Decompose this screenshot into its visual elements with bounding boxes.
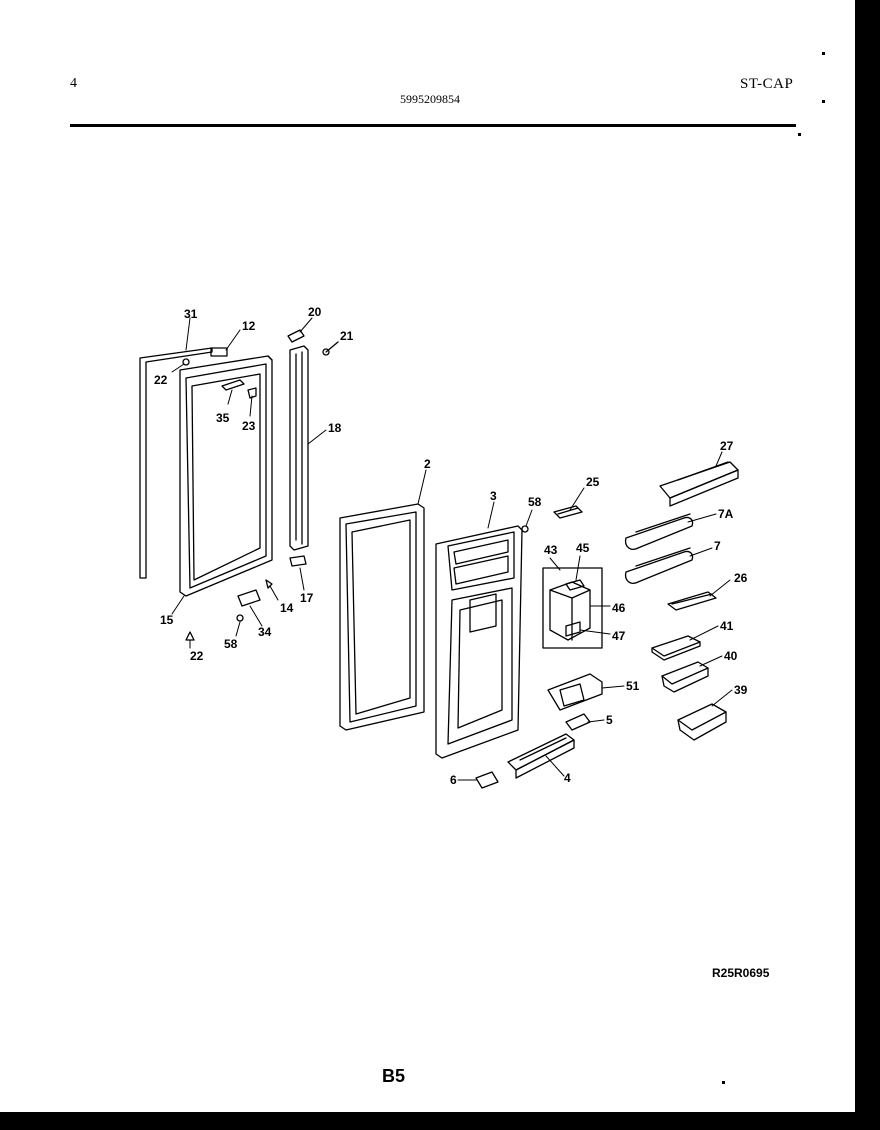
parts-sheet: 4 5995209854 ST-CAP (0, 0, 855, 1112)
callout-35: 35 (216, 411, 230, 425)
door-gasket (339, 503, 425, 731)
callout-26: 26 (734, 571, 748, 585)
dispenser-assembly (542, 567, 603, 649)
door-bins (651, 635, 727, 741)
callout-22-top: 22 (154, 373, 168, 387)
callout-12: 12 (242, 319, 256, 333)
callout-7: 7 (714, 539, 721, 553)
door-small-parts (182, 347, 273, 641)
callout-39: 39 (734, 683, 748, 697)
callout-21: 21 (340, 329, 354, 343)
speck (798, 133, 801, 136)
callout-14: 14 (280, 601, 294, 615)
model-code: ST-CAP (740, 76, 794, 92)
hinge-bar (287, 329, 339, 567)
callout-25: 25 (586, 475, 600, 489)
drawing-code: R25R0695 (712, 966, 770, 980)
callout-6: 6 (450, 773, 457, 787)
page-number: 4 (70, 76, 77, 91)
callout-43: 43 (544, 543, 558, 557)
header-rule (70, 124, 796, 127)
bottom-trim-parts (475, 713, 591, 789)
callout-5: 5 (606, 713, 613, 727)
leader-lines (171, 317, 733, 781)
speck (722, 1081, 725, 1084)
callout-7A: 7A (718, 507, 734, 521)
callout-20: 20 (308, 305, 322, 319)
callout-18: 18 (328, 421, 342, 435)
callout-17: 17 (300, 591, 314, 605)
callout-41: 41 (720, 619, 734, 633)
dispenser-bracket (547, 673, 603, 711)
callout-2: 2 (424, 457, 431, 471)
door-shelves (624, 461, 739, 611)
page-label: B5 (382, 1066, 406, 1086)
callout-27: 27 (720, 439, 734, 453)
speck (822, 52, 825, 55)
callout-3: 3 (490, 489, 497, 503)
part-number: 5995209854 (400, 92, 460, 106)
callout-22-bottom: 22 (190, 649, 204, 663)
callout-labels: 31 12 20 21 22 35 23 18 15 14 17 22 58 3… (154, 305, 748, 787)
freezer-door-liner (179, 355, 273, 597)
callout-15: 15 (160, 613, 174, 627)
callout-34: 34 (258, 625, 272, 639)
exploded-diagram: 31 12 20 21 22 35 23 18 15 14 17 22 58 3… (139, 305, 748, 789)
callout-31: 31 (184, 307, 198, 321)
callout-45: 45 (576, 541, 590, 555)
callout-58-right: 58 (528, 495, 542, 509)
callout-4: 4 (564, 771, 571, 785)
callout-23: 23 (242, 419, 256, 433)
callout-58-left: 58 (224, 637, 238, 651)
door-side-strip (139, 347, 213, 579)
callout-40: 40 (724, 649, 738, 663)
callout-51: 51 (626, 679, 640, 693)
door-inner-liner (435, 525, 523, 759)
callout-47: 47 (612, 629, 626, 643)
speck (822, 100, 825, 103)
screw-and-clip (521, 505, 583, 533)
callout-46: 46 (612, 601, 626, 615)
